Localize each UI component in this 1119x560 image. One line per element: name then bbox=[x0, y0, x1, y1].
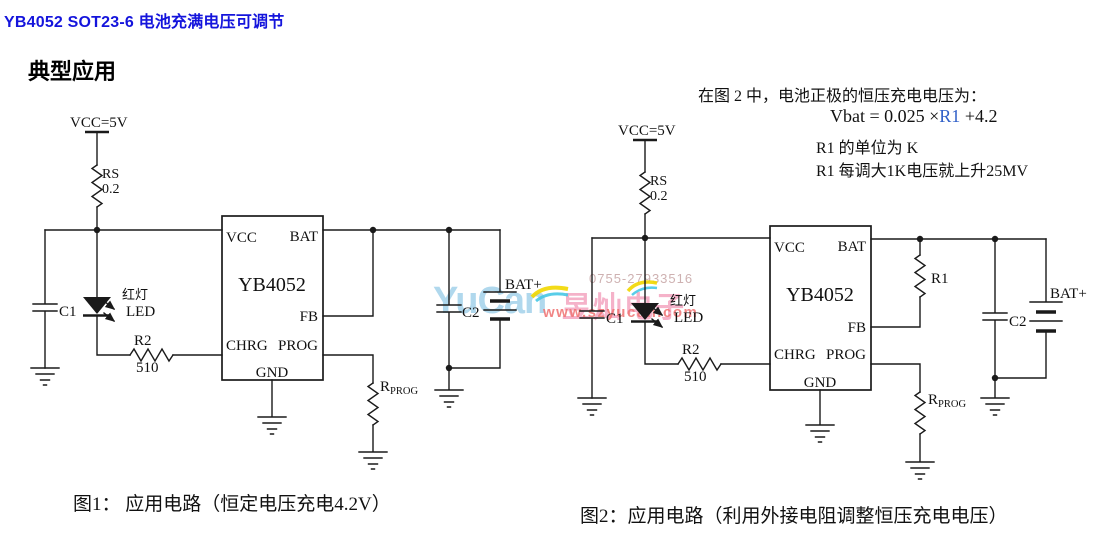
pin-gnd-label: GND bbox=[256, 365, 289, 381]
watermark-swoosh-icon bbox=[530, 285, 569, 303]
r2-name-label: R2 bbox=[134, 333, 152, 349]
pin-vcc-label: VCC bbox=[774, 240, 805, 256]
r2-value-label: 510 bbox=[684, 369, 707, 385]
resistor-rs bbox=[90, 164, 104, 208]
capacitor-c1 bbox=[32, 229, 58, 369]
r2-name-label: R2 bbox=[682, 342, 700, 358]
ground-icon bbox=[257, 379, 287, 435]
c1-label: C1 bbox=[606, 311, 624, 327]
vcc-supply-label: VCC=5V bbox=[70, 115, 128, 131]
led-arrow-icon bbox=[651, 306, 664, 316]
rs-name-label: RS bbox=[650, 174, 667, 189]
watermark-phone: 0755-27933516 bbox=[589, 271, 694, 286]
figure1-caption: 图1： 应用电路（恒定电压充电4.2V） bbox=[73, 494, 391, 515]
resistor-rs bbox=[638, 171, 652, 215]
led-cn-label: 红灯 bbox=[122, 287, 148, 302]
led-arrow-icon bbox=[103, 300, 116, 310]
ground-icon bbox=[905, 433, 935, 480]
rprog-base: R bbox=[928, 392, 938, 408]
resistor-r1 bbox=[913, 254, 927, 298]
pin-fb-label: FB bbox=[300, 309, 318, 325]
c2-label: C2 bbox=[1009, 314, 1027, 330]
capacitor-c2 bbox=[436, 229, 462, 369]
r1-label: R1 bbox=[931, 271, 949, 287]
led-diode-icon bbox=[83, 297, 111, 314]
resistor-r2 bbox=[129, 347, 174, 363]
bat-plus-label: BAT+ bbox=[1050, 286, 1087, 302]
formula-r1: R1 bbox=[939, 106, 961, 126]
c2-label: C2 bbox=[462, 305, 480, 321]
pin-gnd-label: GND bbox=[804, 375, 837, 391]
battery-icon bbox=[483, 229, 517, 311]
led-en-label: LED bbox=[126, 304, 155, 320]
c1-label: C1 bbox=[59, 304, 77, 320]
note-r1-step: R1 每调大1K电压就上升25MV bbox=[816, 163, 1029, 180]
figure2-circuit-svg: VCC=5V RS 0.2 C1 红灯 LED R2 510 VCC BAT Y… bbox=[577, 123, 1087, 480]
pin-prog-label: PROG bbox=[278, 338, 318, 354]
rprog-base: R bbox=[380, 379, 390, 395]
led-en-label: LED bbox=[674, 310, 703, 326]
rprog-label: RPROG bbox=[928, 392, 966, 410]
led-diode-icon bbox=[631, 303, 659, 320]
note-r1-unit: R1 的单位为 K bbox=[816, 140, 919, 157]
pin-chrg-label: CHRG bbox=[774, 347, 816, 363]
pin-vcc-label: VCC bbox=[226, 230, 257, 246]
rs-name-label: RS bbox=[102, 167, 119, 182]
pin-bat-label: BAT bbox=[290, 229, 318, 245]
rprog-sub: PROG bbox=[390, 386, 418, 397]
led-arrow-icon bbox=[103, 312, 116, 322]
bat-plus-label: BAT+ bbox=[505, 277, 542, 293]
note-formula: Vbat = 0.025 ×R1 +4.2 bbox=[830, 106, 997, 127]
ic-name-label: YB4052 bbox=[786, 284, 854, 306]
resistor-r2 bbox=[677, 356, 722, 372]
rprog-sub: PROG bbox=[938, 399, 966, 410]
pin-prog-label: PROG bbox=[826, 347, 866, 363]
resistor-rprog bbox=[913, 391, 927, 435]
led-cn-label: 红灯 bbox=[670, 293, 696, 308]
watermark-accent-icon bbox=[626, 280, 658, 296]
pin-bat-label: BAT bbox=[838, 239, 866, 255]
led-arrow-icon bbox=[651, 318, 664, 328]
figure1-circuit-svg: VCC=5V RS 0.2 C1 红灯 LED R2 510 VCC BAT Y… bbox=[30, 115, 542, 470]
capacitor-c1 bbox=[579, 237, 605, 399]
ground-icon bbox=[358, 424, 388, 470]
ic-name-label: YB4052 bbox=[238, 274, 306, 296]
resistor-rprog bbox=[366, 382, 380, 426]
rprog-label: RPROG bbox=[380, 379, 418, 397]
ground-icon bbox=[30, 367, 60, 386]
battery-icon bbox=[1029, 238, 1063, 322]
figure2-caption: 图2：应用电路（利用外接电阻调整恒压充电电压） bbox=[580, 506, 1008, 527]
ground-icon bbox=[980, 377, 1010, 416]
formula-suffix: +4.2 bbox=[960, 106, 998, 126]
formula-prefix: Vbat = 0.025 × bbox=[830, 106, 940, 126]
pin-fb-label: FB bbox=[848, 320, 866, 336]
ground-icon bbox=[805, 389, 835, 443]
capacitor-c2 bbox=[982, 238, 1008, 379]
ground-icon bbox=[434, 367, 464, 408]
page-title: YB4052 SOT23-6 电池充满电压可调节 bbox=[4, 14, 285, 31]
pin-chrg-label: CHRG bbox=[226, 338, 268, 354]
note-intro: 在图 2 中，电池正极的恒压充电电压为： bbox=[698, 88, 987, 105]
r2-value-label: 510 bbox=[136, 360, 159, 376]
ground-icon bbox=[577, 397, 607, 416]
section-heading: 典型应用 bbox=[28, 59, 117, 84]
rs-value-label: 0.2 bbox=[102, 182, 120, 197]
vcc-supply-label: VCC=5V bbox=[618, 123, 676, 139]
rs-value-label: 0.2 bbox=[650, 189, 668, 204]
